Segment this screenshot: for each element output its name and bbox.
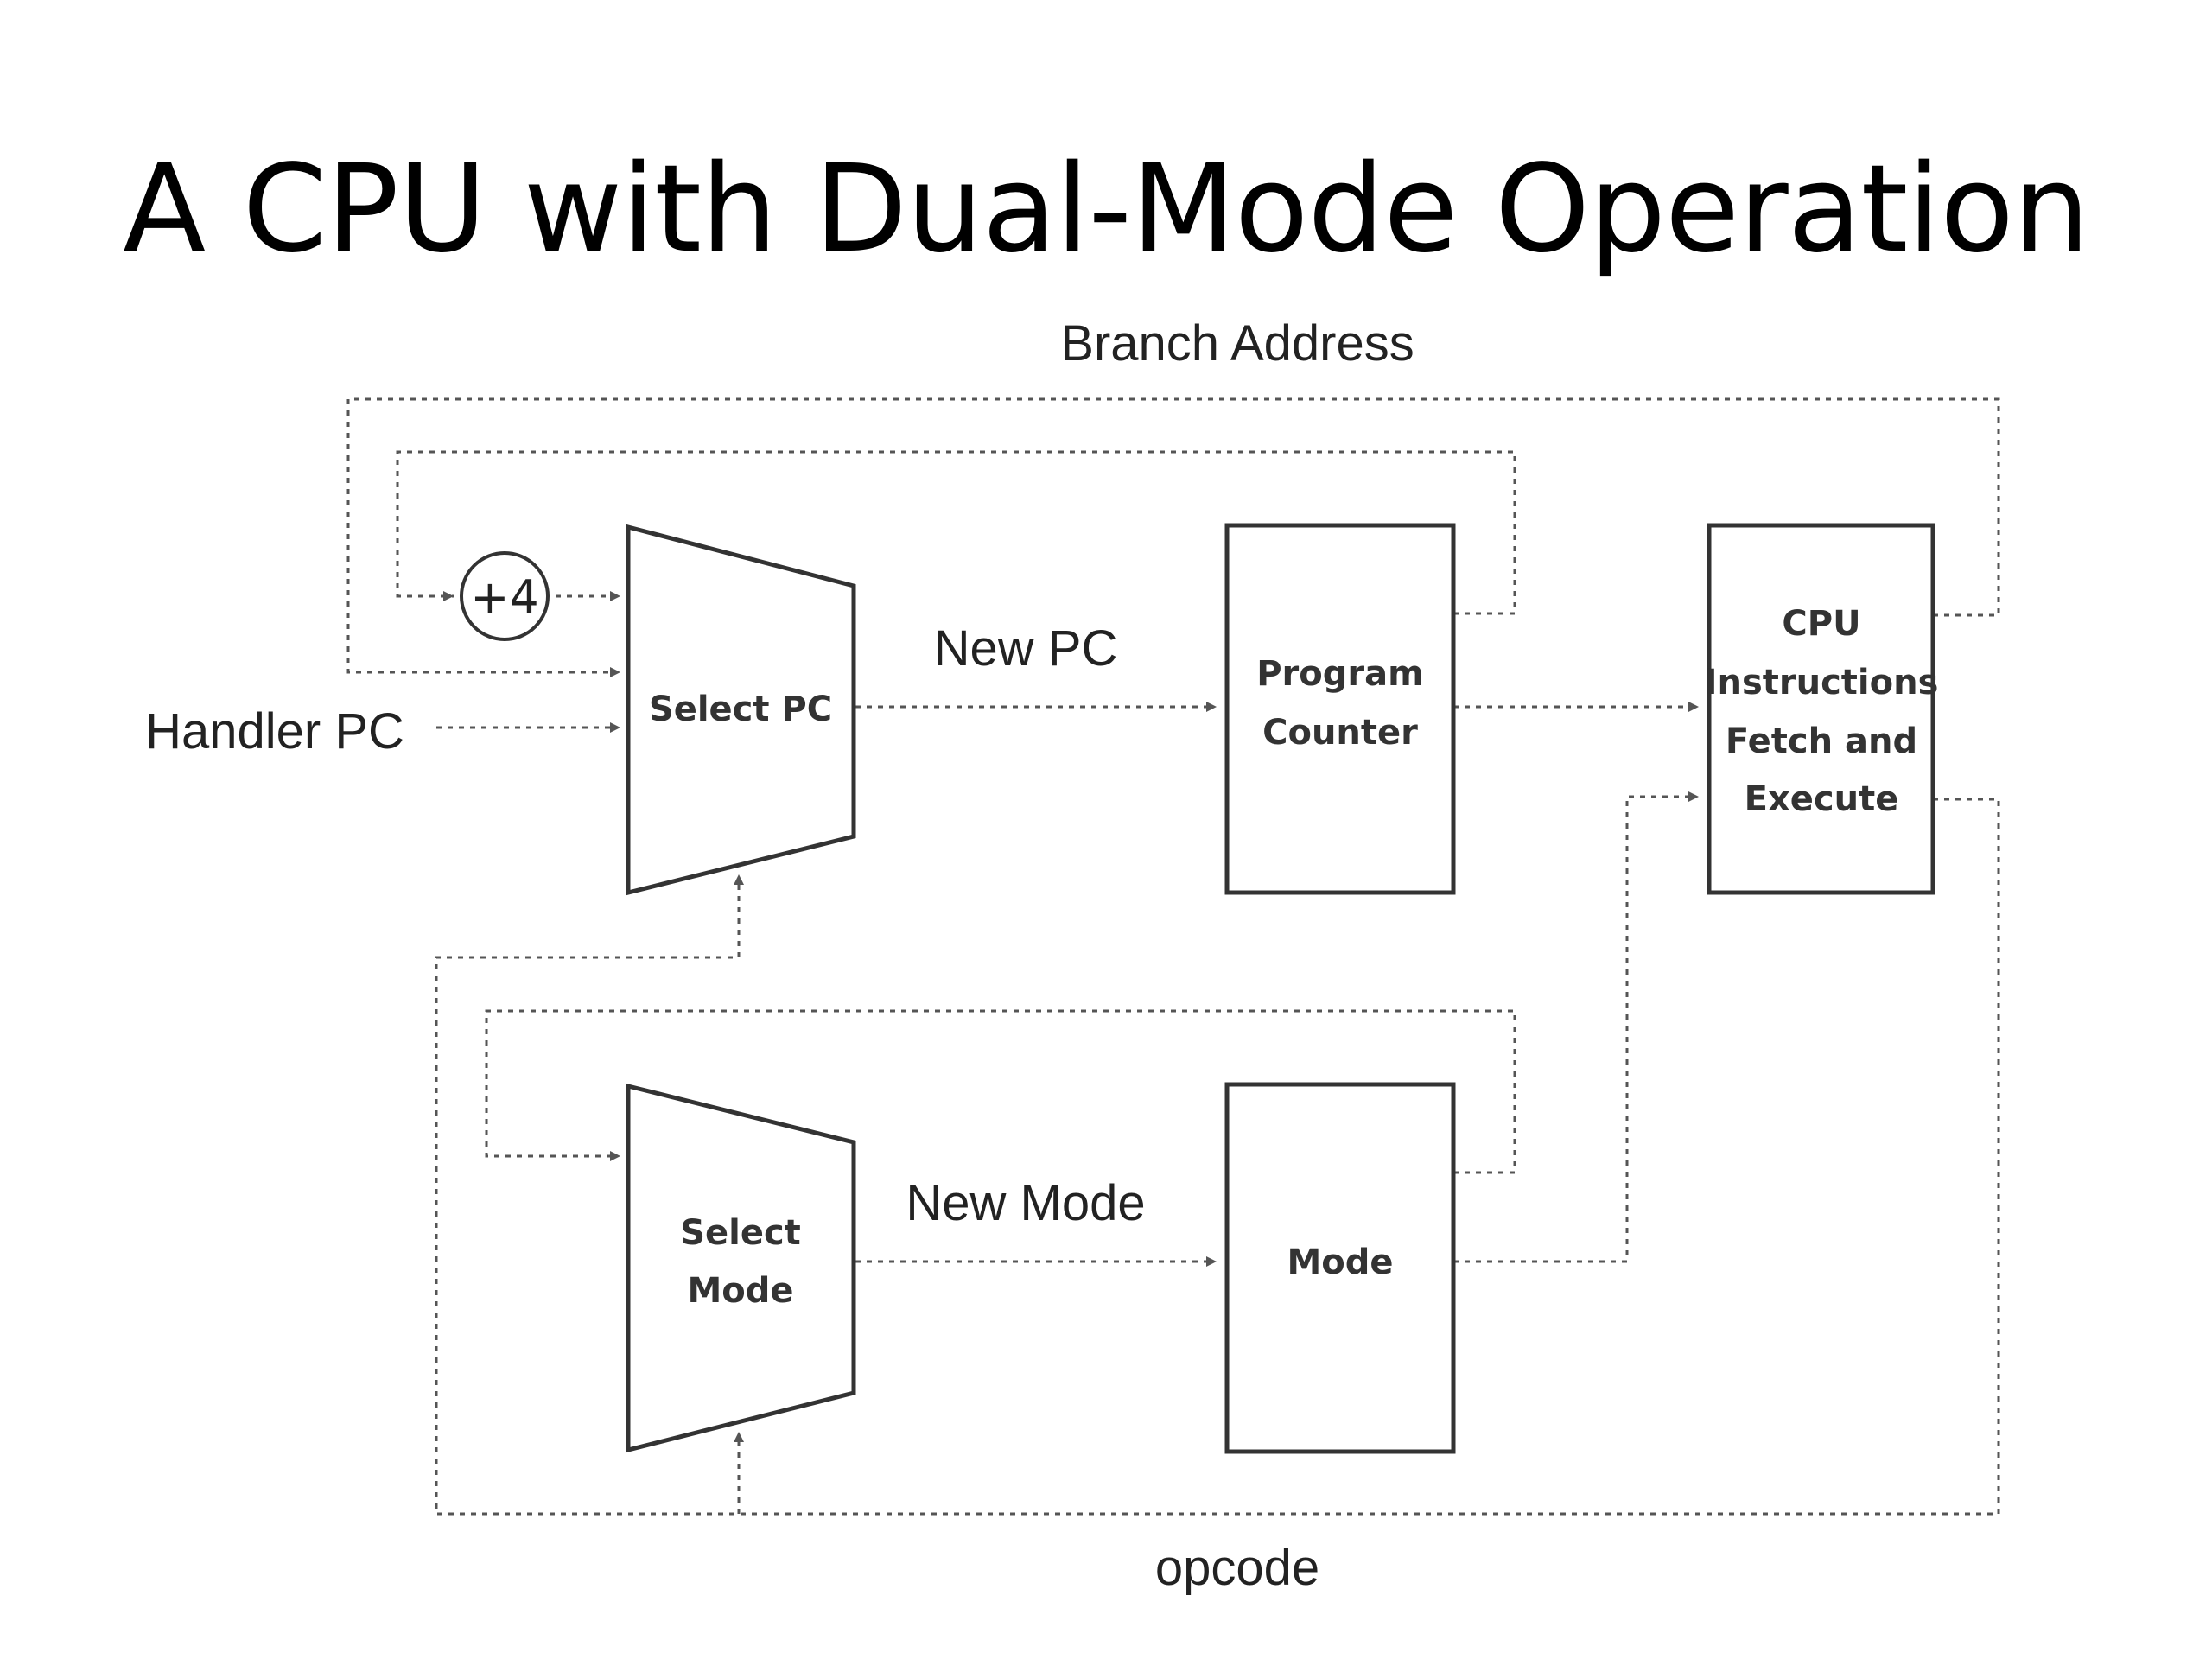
cpu-label-line2: Instructions	[1705, 663, 1939, 702]
arrowhead-select-pc-bottom	[734, 874, 744, 885]
opcode-label: opcode	[1155, 1540, 1319, 1596]
wire-mode-feedback	[485, 1009, 1516, 1174]
arrowhead-new-mode	[1206, 1256, 1217, 1267]
wire-mode-to-cpu	[1453, 795, 1696, 1263]
select-pc-label: Select PC	[649, 690, 832, 729]
program-counter-box	[1224, 523, 1456, 895]
handler-pc-label: Handler PC	[145, 703, 404, 760]
select-mode-label-line2: Mode	[687, 1271, 793, 1311]
arrowhead-select-mode-bottom	[734, 1432, 744, 1442]
program-counter-label-line1: Program	[1256, 654, 1424, 694]
mode-register-box	[1224, 1082, 1456, 1454]
arrowhead-select-pc-in-2	[610, 667, 620, 677]
mode-register-label: Mode	[1287, 1243, 1393, 1282]
arrowhead-select-pc-in-3	[610, 722, 620, 733]
new-mode-label: New Mode	[906, 1175, 1145, 1231]
cpu-label-line4: Execute	[1745, 779, 1899, 819]
select-pc-mux	[626, 524, 856, 896]
new-pc-label: New PC	[934, 620, 1118, 677]
select-mode-label-line1: Select	[680, 1213, 801, 1253]
arrowhead-select-mode-in	[610, 1151, 620, 1161]
adder-label: +4	[470, 570, 539, 625]
select-mode-mux	[626, 1083, 856, 1453]
program-counter-label-line2: Counter	[1262, 713, 1418, 753]
wire-branch-address	[346, 397, 2000, 674]
slide-title: A CPU with Dual-Mode Operation	[123, 139, 2089, 280]
adder-circle	[460, 551, 550, 641]
arrowhead-adder-in	[443, 591, 454, 601]
arrowhead-cpu-in-2	[1688, 791, 1699, 802]
cpu-box	[1707, 523, 1936, 895]
cpu-label-line1: CPU	[1782, 604, 1860, 644]
arrowhead-select-pc-in-1	[610, 591, 620, 601]
branch-address-label: Branch Address	[1060, 315, 1414, 372]
arrowhead-new-pc	[1206, 702, 1217, 712]
cpu-label-line3: Fetch and	[1726, 721, 1917, 761]
arrowhead-cpu-in-1	[1688, 702, 1699, 712]
wire-opcode-loop	[435, 798, 2000, 1516]
